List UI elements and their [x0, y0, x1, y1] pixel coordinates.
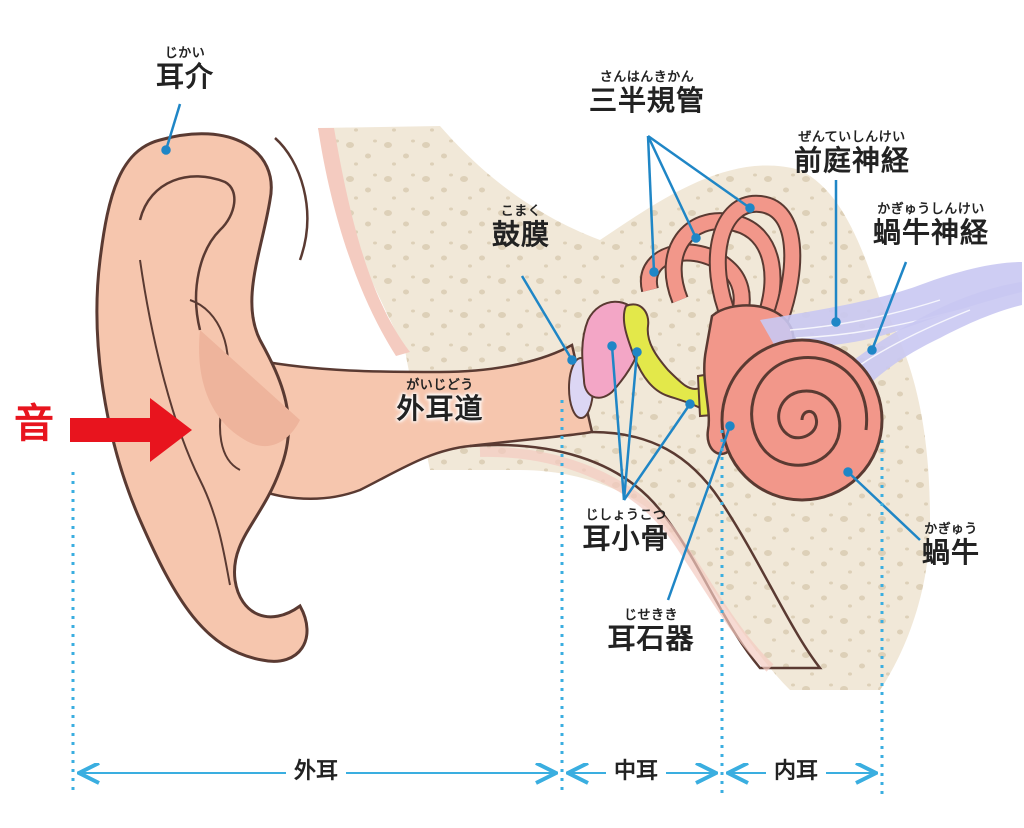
leader-eardrum [520, 275, 574, 361]
term-cochlea: 蝸牛 [921, 536, 980, 569]
term-otolith-organ: 耳石器 [607, 622, 695, 655]
ruby-semicircular-canals: さんはんきかん [599, 70, 695, 85]
ruby-otolith-organ: じせきき [623, 608, 678, 623]
leader-ossicles-3 [622, 403, 692, 501]
section-outer-ear: 外耳 [286, 758, 347, 786]
ruby-ossicles: じしょうこつ [585, 508, 667, 523]
leader-cochlear-nerve [870, 261, 908, 351]
sound-label: 音 [14, 401, 54, 447]
term-auricle: 耳介 [155, 60, 214, 93]
ruby-auricle: じかい [164, 46, 206, 61]
leader-canals-3 [647, 134, 751, 210]
leader-canals-2 [646, 135, 698, 239]
leader-cochlea [847, 471, 921, 541]
label-ossicles: じしょうこつ 耳小骨 [566, 508, 686, 555]
cochlea-shape [720, 338, 884, 502]
term-ossicles: 耳小骨 [582, 522, 670, 555]
term-cochlear-nerve: 蝸牛神経 [872, 216, 989, 249]
term-ear-canal: 外耳道 [396, 392, 484, 425]
sound-arrow [70, 398, 192, 462]
ruby-vestibular-nerve: ぜんていしんけい [798, 130, 906, 145]
ruby-cochlear-nerve: かぎゅうしんけい [877, 202, 985, 217]
ruby-eardrum: こまく [500, 204, 542, 219]
leader-otolith [666, 425, 732, 601]
term-eardrum: 鼓膜 [491, 218, 550, 251]
term-semicircular-canals: 三半規管 [588, 84, 705, 117]
label-ear-canal: がいじどう 外耳道 [380, 378, 500, 425]
section-middle-ear: 中耳 [606, 758, 667, 786]
ear-canal-tube [238, 343, 823, 672]
leader-lines [161, 103, 921, 601]
leader-ossicles-1 [610, 345, 626, 501]
ruby-ear-canal: がいじどう [406, 378, 474, 393]
label-semicircular-canals: さんはんきかん 三半規管 [562, 70, 732, 117]
label-eardrum: こまく 鼓膜 [476, 204, 566, 251]
section-inner-ear: 内耳 [766, 758, 827, 786]
ruby-cochlea: かぎゅう [924, 522, 978, 537]
leader-auricle [164, 103, 182, 151]
section-dividers [71, 400, 884, 796]
term-vestibular-nerve: 前庭神経 [793, 144, 910, 177]
label-otolith-organ: じせきき 耳石器 [596, 608, 706, 655]
auricle-shape [95, 132, 309, 663]
label-cochlea: かぎゅう 蝸牛 [906, 522, 996, 569]
leader-ossicles-2 [622, 351, 639, 501]
label-cochlear-nerve: かぎゅうしんけい 蝸牛神経 [846, 202, 1016, 249]
label-vestibular-nerve: ぜんていしんけい 前庭神経 [772, 130, 932, 177]
leader-canals-1 [646, 135, 656, 273]
label-auricle: じかい 耳介 [140, 46, 230, 93]
